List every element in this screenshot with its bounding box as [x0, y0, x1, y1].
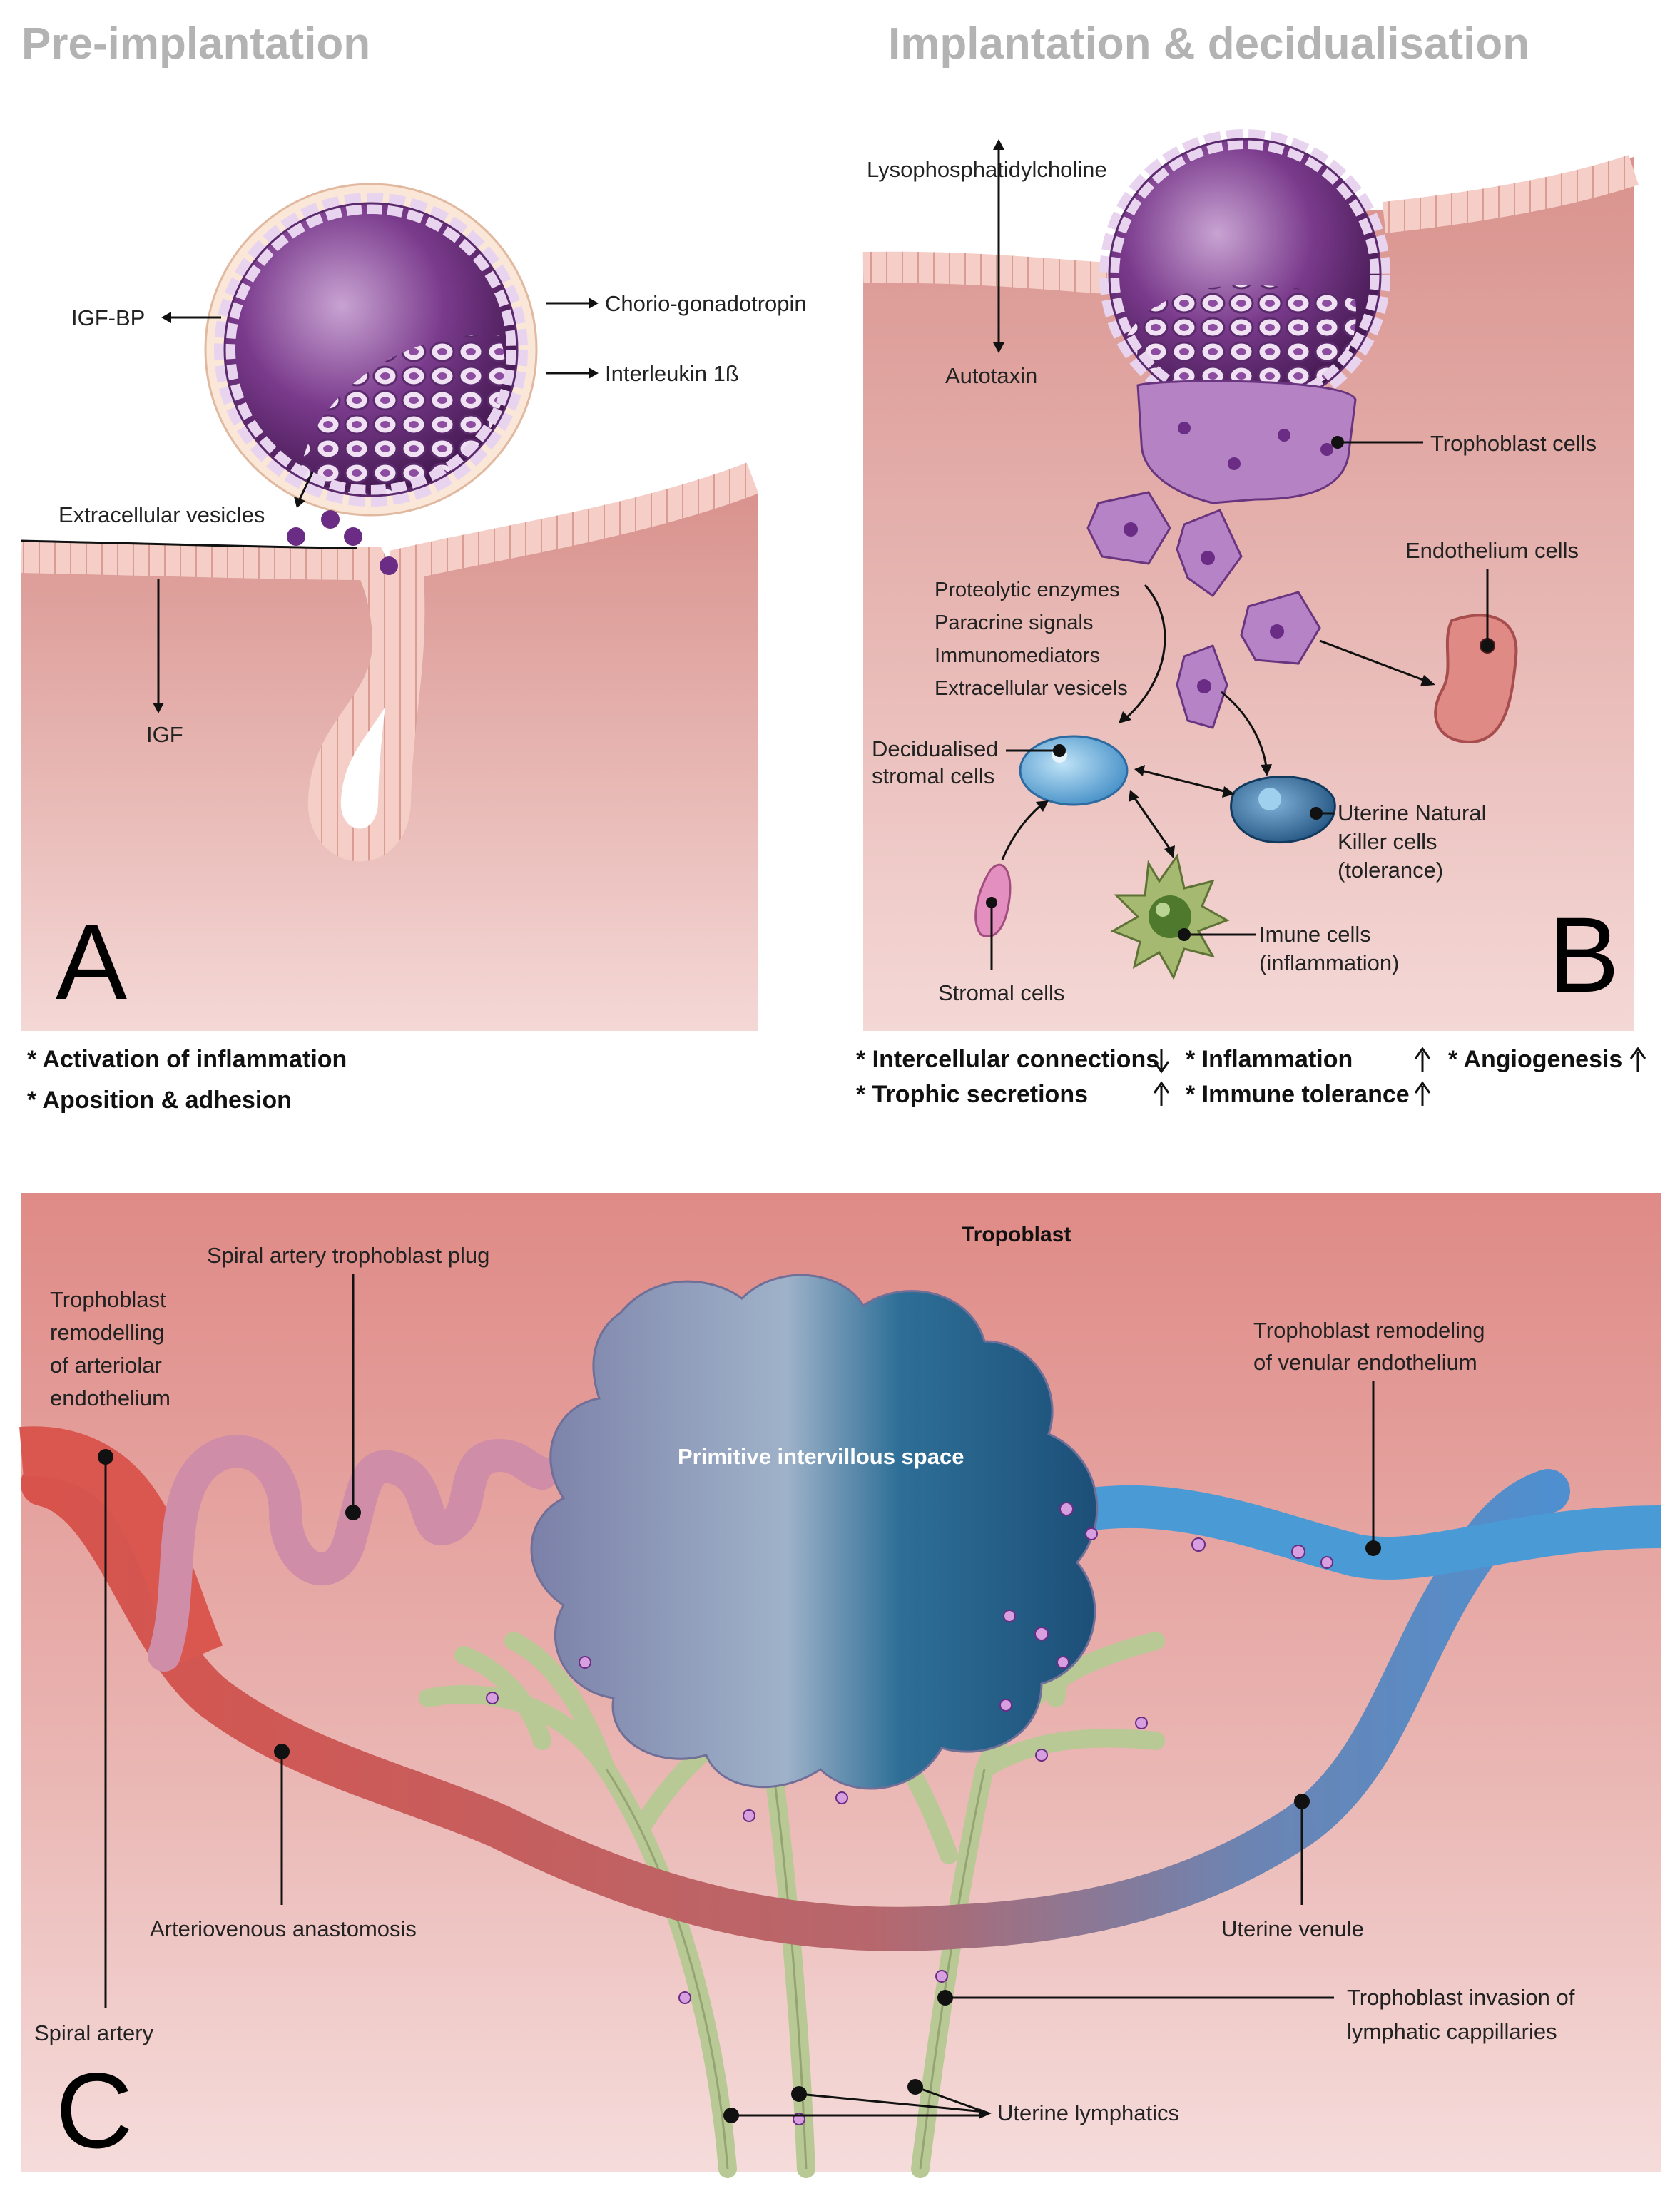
arrow-up-icon	[1414, 1047, 1431, 1072]
arteriolar-label-2: remodelling	[50, 1320, 164, 1345]
extra-label: Extracellular vesicels	[935, 677, 1128, 700]
note-b-inflammation: * Inflammation	[1186, 1046, 1353, 1073]
venular-label-1: Trophoblast remodeling	[1253, 1318, 1485, 1343]
panel-b-title: Implantation & decidualisation	[888, 19, 1529, 68]
extracellular-vesicles-a	[287, 510, 398, 575]
nk-label-2: Killer cells	[1338, 829, 1437, 854]
panel-a: Pre-implantation IGF-BP Chorio-gonadotro…	[21, 19, 807, 1114]
immuno-label: Immunomediators	[935, 644, 1100, 667]
arteriovenous-anastomosis	[21, 1462, 1570, 1951]
autotaxin-label: Autotaxin	[945, 363, 1037, 388]
trophoblast-label: Trophoblast cells	[1430, 431, 1597, 456]
immune-label-1: Imune cells	[1259, 922, 1371, 947]
igf-bp-label: IGF-BP	[71, 305, 145, 330]
note-a-2: * Aposition & adhesion	[27, 1087, 292, 1114]
nk-label-3: (tolerance)	[1338, 858, 1443, 883]
arrow-up-icon	[1153, 1081, 1170, 1106]
panel-b: Implantation & decidualisation	[856, 19, 1646, 1108]
endo-arrow	[1319, 639, 1427, 683]
uterine-venule	[1066, 1485, 1661, 1580]
endothelium-label: Endothelium cells	[1405, 538, 1579, 563]
lymph-invasion-label-2: lymphatic cappillaries	[1347, 2019, 1557, 2044]
decid-label-2: stromal cells	[872, 763, 994, 788]
note-b-trophic: * Trophic secretions	[856, 1081, 1088, 1108]
note-b-intercellular: * Intercellular connections	[856, 1046, 1159, 1073]
interleukin-label: Interleukin 1ß	[605, 361, 739, 386]
tropoblast-label: Tropoblast	[962, 1223, 1071, 1246]
secretion-arrow	[1126, 584, 1166, 718]
lymph-invasion-label-1: Trophoblast invasion of	[1347, 1985, 1575, 2010]
immune-cell	[1110, 853, 1230, 980]
arteriolar-label-4: endothelium	[50, 1386, 170, 1410]
ev-label: Extracellular vesicles	[58, 502, 265, 527]
igf-label: IGF	[146, 722, 183, 747]
immune-label-2: (inflammation)	[1259, 950, 1399, 975]
venular-label-2: of venular endothelium	[1253, 1350, 1477, 1375]
arrow-up-icon	[1414, 1081, 1431, 1106]
stromal-label: Stromal cells	[938, 980, 1064, 1005]
note-b-angiogenesis: * Angiogenesis	[1448, 1046, 1622, 1073]
panel-c: Primitive intervillous space Tropoblast …	[19, 1193, 1661, 2178]
arteriolar-label-3: of arteriolar	[50, 1353, 162, 1378]
intervillous-space	[530, 1274, 1099, 1790]
blastocyst-b	[1099, 129, 1390, 420]
panel-b-letter: B	[1548, 895, 1619, 1015]
endometrium-a	[21, 489, 758, 1031]
decid-label-1: Decidualised	[872, 736, 999, 761]
note-a-1: * Activation of inflammation	[27, 1046, 347, 1073]
decidualised-stromal-cell	[1019, 735, 1129, 806]
paracrine-label: Paracrine signals	[935, 611, 1093, 634]
panel-a-title: Pre-implantation	[21, 19, 370, 68]
blastocyst-a	[204, 183, 538, 517]
spiral-label: Spiral artery	[34, 2020, 154, 2045]
chorio-label: Chorio-gonadotropin	[605, 291, 807, 316]
note-b-immune-tolerance: * Immune tolerance	[1186, 1081, 1410, 1108]
ev-arrow	[298, 472, 314, 500]
arrow-down-icon	[1153, 1049, 1170, 1074]
primitive-label: Primitive intervillous space	[678, 1444, 964, 1469]
migrating-trophoblasts	[1086, 491, 1321, 729]
endometrium-b	[863, 157, 1634, 1031]
anastomosis-label: Arteriovenous anastomosis	[150, 1916, 417, 1941]
panel-c-letter: C	[56, 2050, 133, 2170]
venule-label: Uterine venule	[1221, 1916, 1364, 1941]
nk-label-1: Uterine Natural	[1338, 800, 1486, 825]
arteriolar-label-1: Trophoblast	[50, 1287, 166, 1312]
arrow-up-icon	[1629, 1047, 1646, 1072]
lyso-label: Lysophosphatidylcholine	[867, 157, 1107, 182]
lymphatics-label: Uterine lymphatics	[997, 2100, 1179, 2125]
trophoblast-cells-b	[1136, 380, 1357, 504]
panel-a-letter: A	[56, 902, 127, 1022]
epithelium-a	[21, 462, 759, 862]
plug-label: Spiral artery trophoblast plug	[207, 1243, 489, 1268]
proteo-label: Proteolytic enzymes	[935, 579, 1120, 601]
nk-cell	[1230, 776, 1336, 844]
spiral-artery-plug	[148, 1435, 559, 1672]
